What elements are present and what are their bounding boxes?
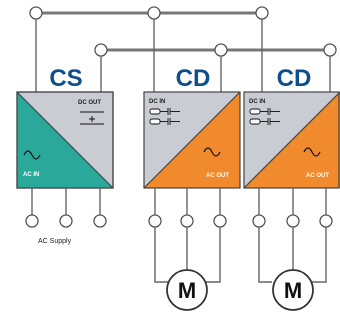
second-bus: [94, 43, 337, 57]
unit-cd-1: DC IN AC OUT: [143, 91, 241, 189]
unit-title-cd-1: CD: [176, 65, 211, 92]
top-bus-terminal: [147, 6, 161, 20]
unit-cs-ac-in-label: AC IN: [23, 172, 39, 178]
top-bus-terminal: [29, 6, 43, 20]
ac-sine-icon: [303, 147, 321, 157]
motor-1: M: [166, 269, 208, 311]
unit-cd-1-ac-out-label: AC OUT: [206, 173, 229, 179]
motor-terminal: [286, 214, 300, 228]
motor-wiring: [154, 227, 327, 283]
motor-terminal: [213, 214, 227, 228]
top-bus: [29, 6, 269, 20]
top-bus-terminal: [255, 6, 269, 20]
unit-title-cd-2: CD: [277, 65, 312, 92]
motor-2: M: [272, 269, 314, 311]
motor-terminal: [252, 214, 266, 228]
unit-cd-2: DC IN AC OUT: [243, 91, 340, 189]
ac-supply-label: AC Supply: [38, 238, 72, 245]
bottom-terminals: [25, 214, 333, 228]
second-bus-terminal: [214, 43, 228, 57]
motor-terminal: [148, 214, 162, 228]
motor-1-label: M: [178, 278, 196, 303]
motor-terminal: [180, 214, 194, 228]
unit-cd-2-ac-out-label: AC OUT: [306, 173, 329, 179]
unit-cs-dc-out-label: DC OUT: [78, 100, 101, 106]
ac-sine-icon: [203, 147, 221, 157]
motor-2-label: M: [284, 278, 302, 303]
ac-sine-icon: [23, 150, 41, 160]
motor-terminal: [319, 214, 333, 228]
capacitor-icon: [249, 108, 280, 125]
ac-supply-terminal: [93, 214, 107, 228]
unit-cs: DC OUT AC IN: [16, 91, 114, 189]
ac-supply-terminal: [25, 214, 39, 228]
dc-symbol-icon: [80, 111, 104, 125]
unit-cd-2-dc-in-label: DC IN: [249, 99, 265, 105]
capacitor-icon: [149, 108, 180, 125]
bus-drops: [35, 19, 331, 92]
ac-supply-terminal: [59, 214, 73, 228]
motor-2-circle: [272, 269, 314, 311]
bottom-leads: [31, 188, 327, 215]
unit-cd-1-dc-in-label: DC IN: [149, 99, 165, 105]
motor-1-circle: [166, 269, 208, 311]
second-bus-terminal: [323, 43, 337, 57]
second-bus-terminal: [94, 43, 108, 57]
unit-title-cs: CS: [49, 65, 82, 92]
